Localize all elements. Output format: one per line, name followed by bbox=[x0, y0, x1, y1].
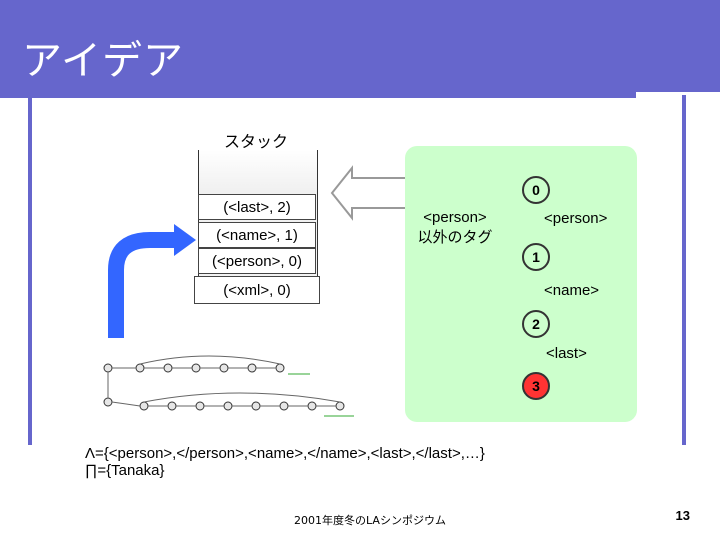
pop-hollow-arrow bbox=[330, 165, 411, 221]
other-tags-line-1: <person> bbox=[423, 209, 487, 226]
frame-right-border bbox=[682, 95, 686, 445]
stack-entry-name: (<name>, 1) bbox=[198, 222, 316, 248]
other-tags-label: <person> 以外のタグ bbox=[405, 208, 505, 248]
push-arrow-shaft bbox=[108, 232, 176, 338]
frame-left-border bbox=[28, 95, 32, 445]
title-underline bbox=[0, 92, 636, 98]
stack-label: スタック bbox=[223, 132, 288, 151]
edge-label-name: <name> bbox=[544, 282, 600, 299]
other-tags-line-2: 以外のタグ bbox=[417, 229, 493, 246]
footer-text: 2001年度冬のLAシンポジウム bbox=[294, 514, 446, 527]
slide-title: アイデア bbox=[22, 38, 184, 84]
mini-automaton-thumbnail bbox=[103, 355, 354, 417]
title-bar bbox=[0, 0, 720, 92]
push-arrow-head bbox=[174, 224, 196, 256]
edge-label-person: <person> bbox=[544, 210, 608, 227]
page-number: 13 bbox=[675, 508, 690, 523]
state-1: 1 bbox=[522, 243, 550, 271]
state-0: 0 bbox=[522, 176, 550, 204]
stack-entry-last: (<last>, 2) bbox=[198, 194, 316, 220]
state-2: 2 bbox=[522, 310, 550, 338]
edge-label-last: <last> bbox=[546, 345, 587, 362]
state-3-final: 3 bbox=[522, 372, 550, 400]
stack-entry-person: (<person>, 0) bbox=[198, 248, 316, 274]
automaton-panel bbox=[405, 146, 637, 422]
stack-bottom-entry: (<xml>, 0) bbox=[194, 276, 320, 304]
formula-pi: ∏={Tanaka} bbox=[85, 462, 165, 479]
formula-lambda: Λ={<person>,</person>,<name>,</name>,<la… bbox=[85, 445, 485, 462]
